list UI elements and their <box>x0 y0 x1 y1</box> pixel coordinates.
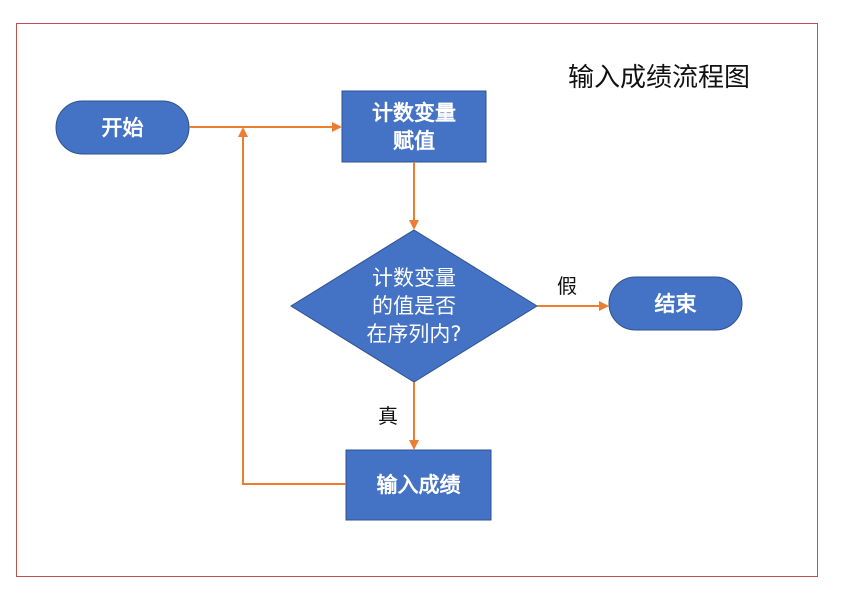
assign-text-line2: 赋值 <box>393 128 435 153</box>
diagram-title: 输入成绩流程图 <box>568 63 751 93</box>
decision-text-line2: 的值是否 <box>372 294 456 318</box>
end-node-label: 结束 <box>609 277 742 330</box>
start-node-label: 开始 <box>56 101 189 154</box>
decision-text-line3: 在序列内? <box>366 322 462 346</box>
false-branch-label: 假 <box>557 274 577 298</box>
end-terminal-shape[interactable] <box>608 276 743 331</box>
input-text: 输入成绩 <box>376 473 461 497</box>
true-branch-label: 真 <box>378 404 398 428</box>
start-text: 开始 <box>101 115 144 140</box>
decision-node-label: 计数变量 的值是否 在序列内? <box>334 262 494 350</box>
assign-process-shape[interactable] <box>341 90 487 163</box>
end-text: 结束 <box>654 291 697 316</box>
assign-node-label: 计数变量 赋值 <box>342 91 486 162</box>
diagram-frame <box>16 23 818 577</box>
arrow-input-loop-back <box>238 127 346 485</box>
assign-text-line1: 计数变量 <box>372 100 456 125</box>
input-node-label: 输入成绩 <box>346 450 491 520</box>
decision-text-line1: 计数变量 <box>372 266 456 290</box>
